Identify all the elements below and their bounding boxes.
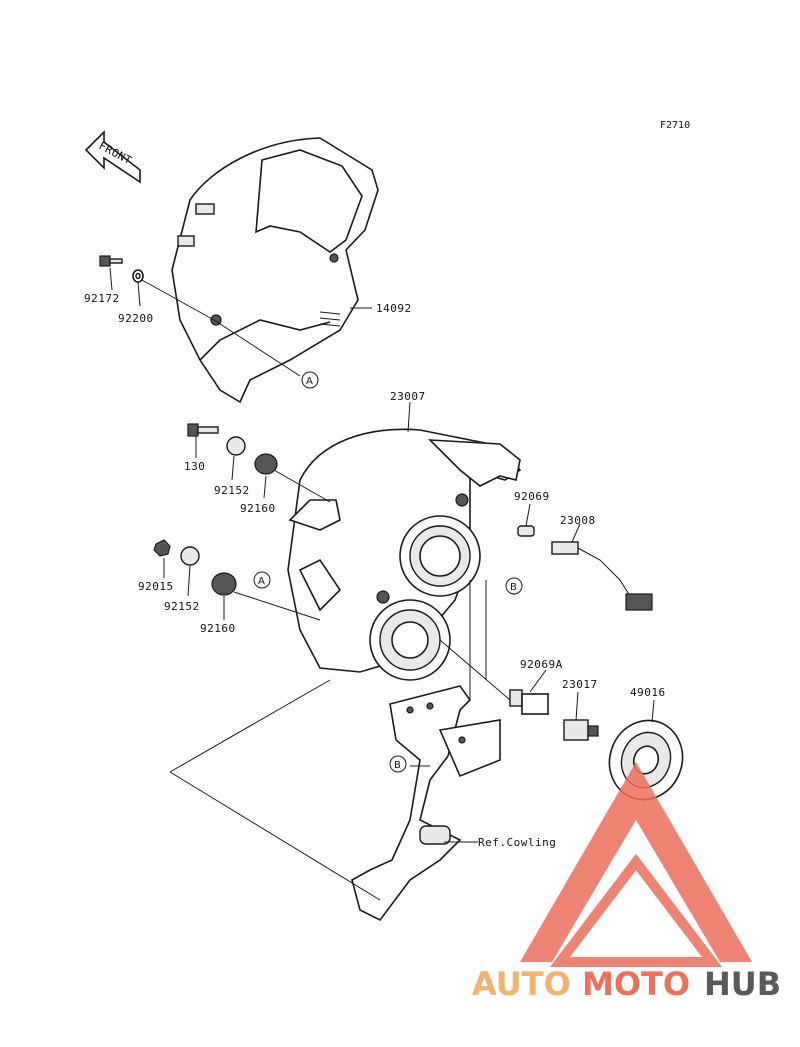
collar-92152-upper bbox=[226, 436, 246, 456]
collar-92152-lower bbox=[180, 546, 200, 566]
bulb-92069 bbox=[517, 525, 535, 537]
callout-ref-cowling: Ref.Cowling bbox=[478, 836, 556, 849]
ref-marker-a2: A bbox=[253, 571, 271, 589]
ref-marker-b1: B bbox=[505, 577, 523, 595]
callout-92069A: 92069A bbox=[520, 658, 563, 671]
watermark-auto: AUTO bbox=[472, 965, 571, 1003]
svg-text:B: B bbox=[510, 582, 517, 593]
callout-92200: 92200 bbox=[118, 312, 154, 325]
watermark-moto: MOTO bbox=[582, 965, 690, 1003]
bulb-92069A bbox=[509, 689, 549, 715]
cover-14092 bbox=[171, 137, 379, 404]
grommet-92160-lower bbox=[211, 572, 237, 596]
bolt-130 bbox=[187, 423, 219, 437]
watermark-logo-icon bbox=[520, 762, 752, 967]
callout-92172: 92172 bbox=[84, 292, 120, 305]
callout-92160-upper: 92160 bbox=[240, 502, 276, 515]
bolt-92172 bbox=[99, 255, 123, 267]
ref-marker-b2: B bbox=[389, 755, 407, 773]
callout-23008: 23008 bbox=[560, 514, 596, 527]
callout-14092: 14092 bbox=[376, 302, 412, 315]
callout-49016: 49016 bbox=[630, 686, 666, 699]
callout-92069: 92069 bbox=[514, 490, 550, 503]
callout-92152-lower: 92152 bbox=[164, 600, 200, 613]
callout-92152-upper: 92152 bbox=[214, 484, 250, 497]
figure-code: F2710 bbox=[660, 120, 691, 131]
socket-23008 bbox=[551, 541, 653, 611]
callout-92015: 92015 bbox=[138, 580, 174, 593]
watermark-text: AUTO MOTO HUB bbox=[472, 965, 781, 1003]
ref-marker-a1: A bbox=[301, 371, 319, 389]
callout-23017: 23017 bbox=[562, 678, 598, 691]
callout-23007: 23007 bbox=[390, 390, 426, 403]
grommet-92160-upper bbox=[254, 453, 278, 475]
callout-92160-lower: 92160 bbox=[200, 622, 236, 635]
watermark-hub: HUB bbox=[704, 965, 781, 1003]
svg-text:A: A bbox=[258, 576, 265, 587]
svg-text:B: B bbox=[394, 760, 401, 771]
socket-23017 bbox=[563, 719, 599, 741]
callout-130: 130 bbox=[184, 460, 205, 473]
headlight-23007 bbox=[287, 428, 522, 681]
front-arrow-icon: FRONT bbox=[84, 130, 141, 184]
svg-text:A: A bbox=[306, 376, 313, 387]
nut-92015 bbox=[153, 539, 171, 557]
bracket-ref-cowling bbox=[351, 685, 501, 922]
washer-92200 bbox=[132, 269, 144, 283]
